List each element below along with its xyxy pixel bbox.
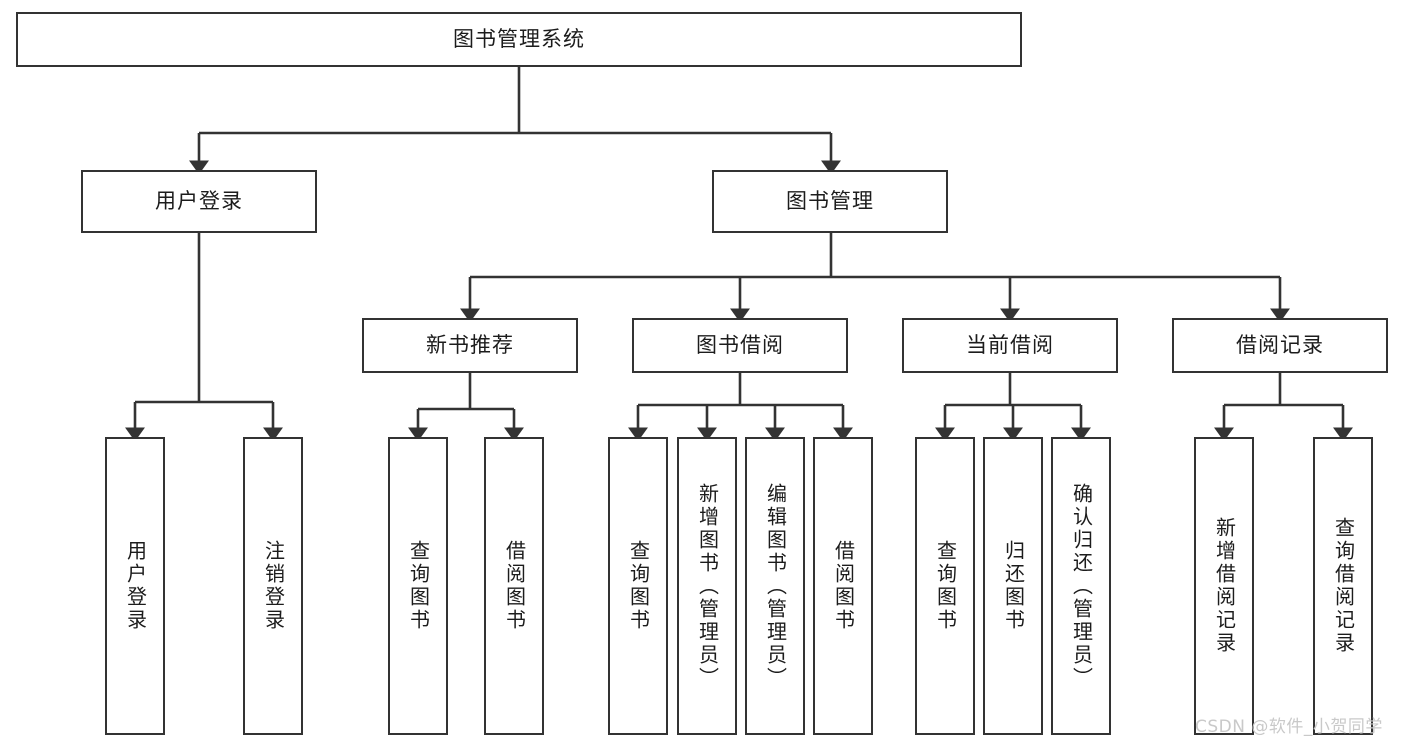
node-borrow-record-label: 借阅记录 — [1236, 332, 1324, 357]
node-leaf-confirm-return-label: 确认归还（管理员） — [1069, 482, 1094, 690]
node-leaf-add-book-label: 新增图书（管理员） — [695, 482, 720, 690]
node-leaf-logout-login[interactable]: 注销登录 — [243, 437, 303, 735]
node-leaf-add-borrow-record[interactable]: 新增借阅记录 — [1194, 437, 1254, 735]
csdn-watermark: CSDN @软件_小贺同学 — [1195, 717, 1383, 737]
node-leaf-return-book-label: 归还图书 — [1001, 540, 1026, 632]
node-new-book-recommend-label: 新书推荐 — [426, 332, 514, 357]
node-user-login-label: 用户登录 — [155, 188, 243, 213]
node-leaf-query-book-current[interactable]: 查询图书 — [915, 437, 975, 735]
node-user-login[interactable]: 用户登录 — [81, 170, 317, 233]
node-leaf-edit-book[interactable]: 编辑图书（管理员） — [745, 437, 805, 735]
node-borrow-record[interactable]: 借阅记录 — [1172, 318, 1388, 373]
node-leaf-return-book[interactable]: 归还图书 — [983, 437, 1043, 735]
node-root-label: 图书管理系统 — [453, 26, 585, 51]
node-leaf-user-login-label: 用户登录 — [123, 540, 148, 632]
node-new-book-recommend[interactable]: 新书推荐 — [362, 318, 578, 373]
node-leaf-user-login[interactable]: 用户登录 — [105, 437, 165, 735]
node-book-management[interactable]: 图书管理 — [712, 170, 948, 233]
node-book-borrow[interactable]: 图书借阅 — [632, 318, 848, 373]
node-leaf-add-borrow-record-label: 新增借阅记录 — [1212, 517, 1237, 655]
node-leaf-query-borrow-record-label: 查询借阅记录 — [1331, 517, 1356, 655]
node-leaf-query-book-recommend[interactable]: 查询图书 — [388, 437, 448, 735]
node-current-borrow-label: 当前借阅 — [966, 332, 1054, 357]
node-current-borrow[interactable]: 当前借阅 — [902, 318, 1118, 373]
node-leaf-query-borrow-record[interactable]: 查询借阅记录 — [1313, 437, 1373, 735]
node-book-management-label: 图书管理 — [786, 188, 874, 213]
node-leaf-add-book[interactable]: 新增图书（管理员） — [677, 437, 737, 735]
node-leaf-borrow-book-label: 借阅图书 — [831, 540, 856, 632]
node-leaf-borrow-book-recommend[interactable]: 借阅图书 — [484, 437, 544, 735]
node-leaf-query-book-current-label: 查询图书 — [933, 540, 958, 632]
node-leaf-query-book-borrow[interactable]: 查询图书 — [608, 437, 668, 735]
node-leaf-confirm-return[interactable]: 确认归还（管理员） — [1051, 437, 1111, 735]
node-leaf-query-book-borrow-label: 查询图书 — [626, 540, 651, 632]
node-book-borrow-label: 图书借阅 — [696, 332, 784, 357]
node-leaf-borrow-book-recommend-label: 借阅图书 — [502, 540, 527, 632]
node-leaf-borrow-book[interactable]: 借阅图书 — [813, 437, 873, 735]
node-leaf-logout-login-label: 注销登录 — [261, 540, 286, 632]
node-root[interactable]: 图书管理系统 — [16, 12, 1022, 67]
node-leaf-edit-book-label: 编辑图书（管理员） — [763, 482, 788, 690]
node-leaf-query-book-recommend-label: 查询图书 — [406, 540, 431, 632]
